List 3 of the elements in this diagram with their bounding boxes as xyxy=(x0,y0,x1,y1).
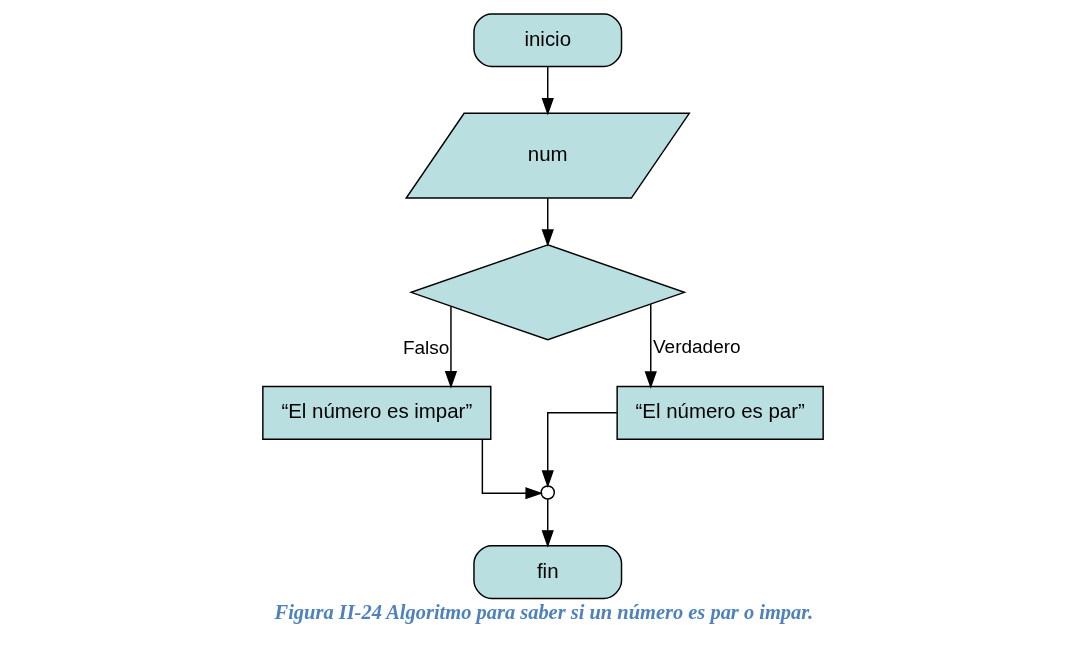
edge-label: Verdadero xyxy=(652,336,741,358)
caption: Figura II-24 Algoritmo para saber si un número es par o impar. xyxy=(274,601,813,624)
edge-label: Falso xyxy=(402,337,449,359)
